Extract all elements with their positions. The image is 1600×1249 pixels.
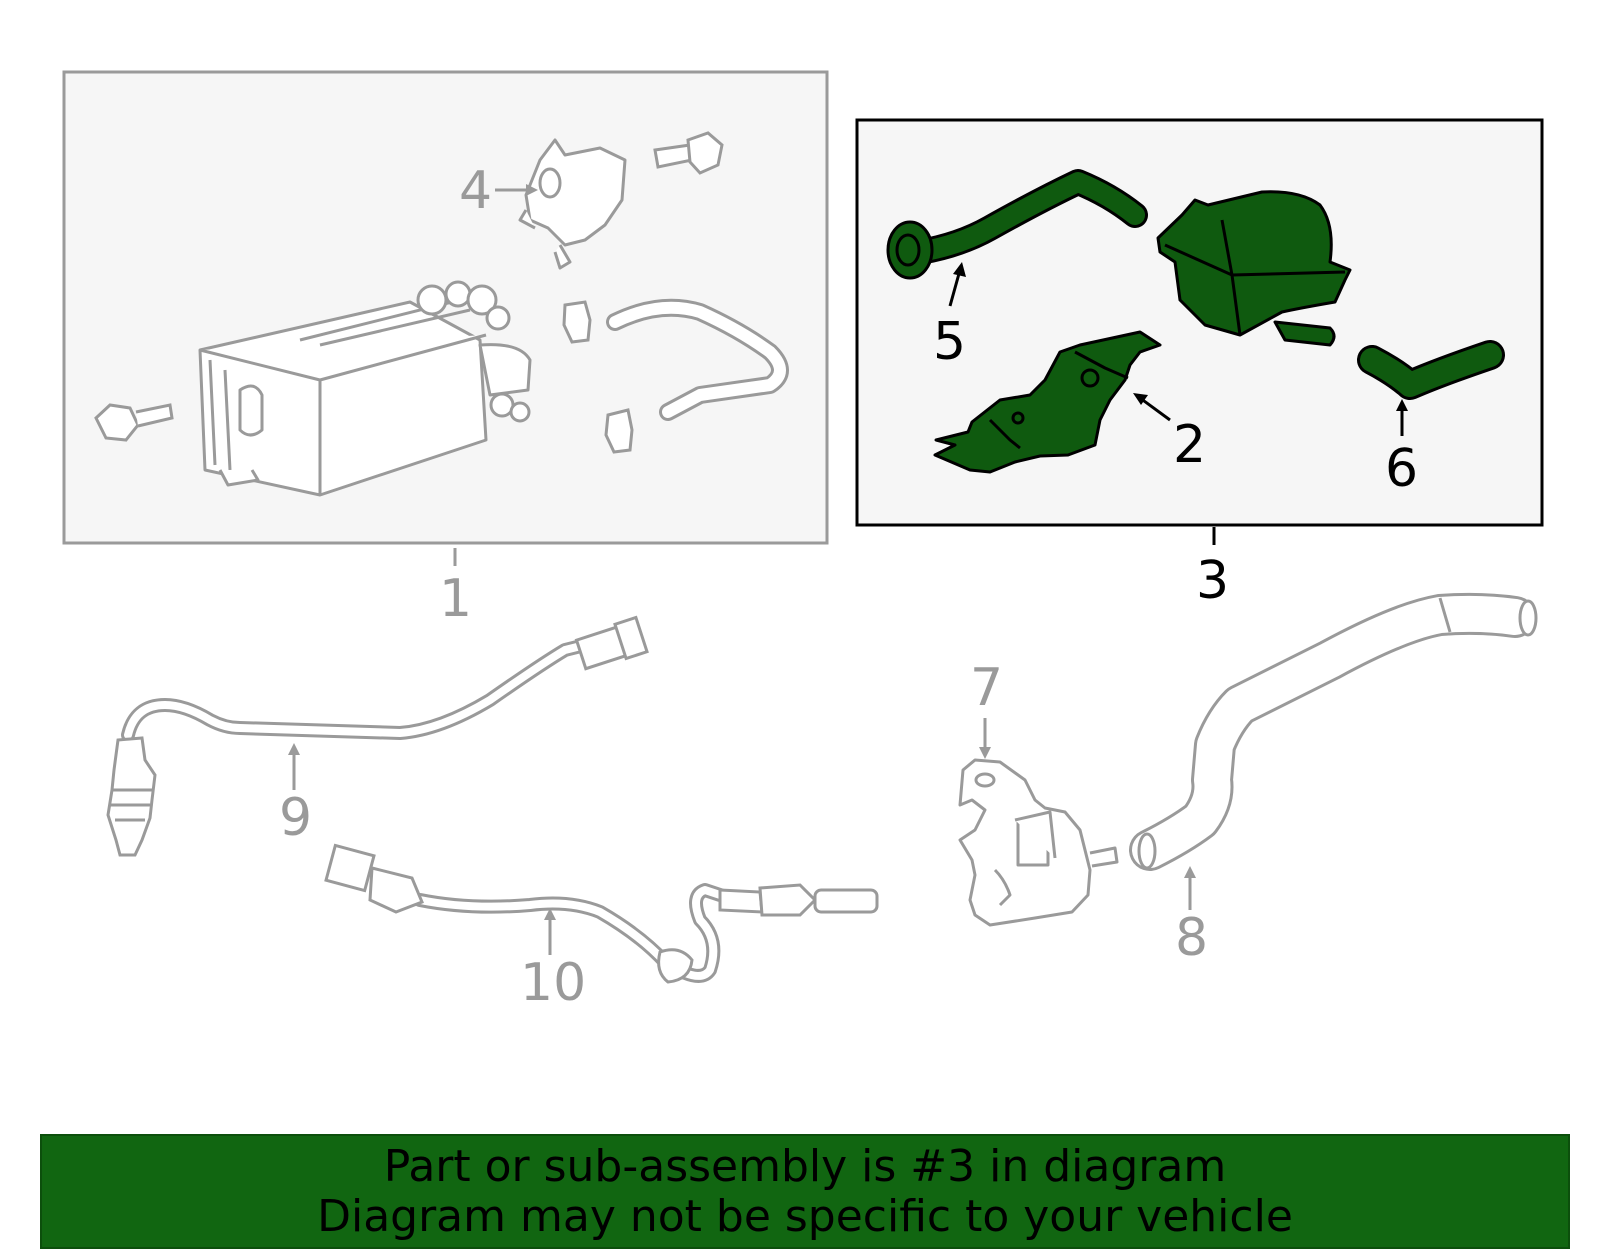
part-9-sensor-wire-inner	[124, 641, 589, 739]
footer-banner-background	[40, 1134, 1570, 1249]
hose-clip-drawing	[562, 300, 634, 454]
callout-6-label: 6	[1385, 439, 1418, 499]
callout-8-label: 8	[1175, 908, 1208, 968]
part-8-hose-end	[1137, 832, 1157, 870]
callout-2-label: 2	[1173, 415, 1206, 475]
part-8-hose-band	[1438, 597, 1452, 633]
bolt-drawing	[653, 131, 724, 175]
part-9-sensor-body	[106, 615, 649, 857]
footer-banner: Part or sub-assembly is #3 in diagram Di…	[40, 1134, 1570, 1249]
callout-4-label: 4	[459, 161, 492, 221]
footer-line-2: Diagram may not be specific to your vehi…	[317, 1190, 1293, 1242]
assembly-1-group[interactable]: 4	[62, 70, 829, 545]
part-9-oxygen-sensor[interactable]: 9	[106, 615, 649, 857]
part-8-hose-end	[1518, 599, 1538, 637]
callout-6-arrowhead	[1396, 399, 1408, 411]
callout-7-label: 7	[970, 658, 1003, 718]
part-9-sensor-wire	[121, 638, 592, 742]
callout-9-label: 9	[279, 788, 312, 848]
callout-7-arrowhead	[979, 747, 991, 759]
callout-5-arrowhead	[953, 262, 966, 277]
footer-line-1: Part or sub-assembly is #3 in diagram	[383, 1140, 1227, 1192]
charcoal-canister-drawing	[198, 280, 532, 497]
callout-3-label[interactable]: 3	[1196, 551, 1229, 611]
part-8-hose-inner	[1132, 595, 1533, 868]
assembly-3-group[interactable]: 5 2 6	[855, 118, 1544, 527]
callout-10-label: 10	[520, 953, 586, 1013]
callout-5-label: 5	[933, 312, 966, 372]
part-10-sensor-wire-inner	[416, 886, 724, 980]
callout-1-label[interactable]: 1	[439, 569, 472, 629]
vent-hose-drawing	[609, 301, 786, 418]
callout-9-arrowhead	[288, 743, 300, 755]
callout-10-arrowhead	[544, 908, 556, 920]
callout-2-arrow	[1139, 396, 1171, 422]
part-6-hose-fill	[1360, 343, 1502, 397]
part-5-hose-opening	[895, 233, 921, 267]
part-10-sensor-body	[324, 843, 879, 984]
callout-5-arrow	[948, 269, 962, 307]
callout-8-arrowhead	[1184, 866, 1196, 878]
part-10-oxygen-sensor[interactable]: 10	[324, 843, 879, 1013]
part-2-bracket-drawing	[933, 330, 1162, 474]
part-5-hose-fill	[910, 172, 1145, 262]
part-7-valve-drawing	[958, 758, 1119, 927]
part-3-filter-drawing	[1156, 190, 1352, 347]
callout-2-arrowhead	[1133, 393, 1148, 405]
vsv-valve-drawing	[518, 138, 627, 270]
callout-4-arrowhead	[526, 184, 538, 196]
part-7-valve[interactable]: 7	[958, 658, 1119, 927]
part-8-hose[interactable]: 8	[1129, 592, 1538, 968]
bolt-drawing	[94, 403, 174, 442]
